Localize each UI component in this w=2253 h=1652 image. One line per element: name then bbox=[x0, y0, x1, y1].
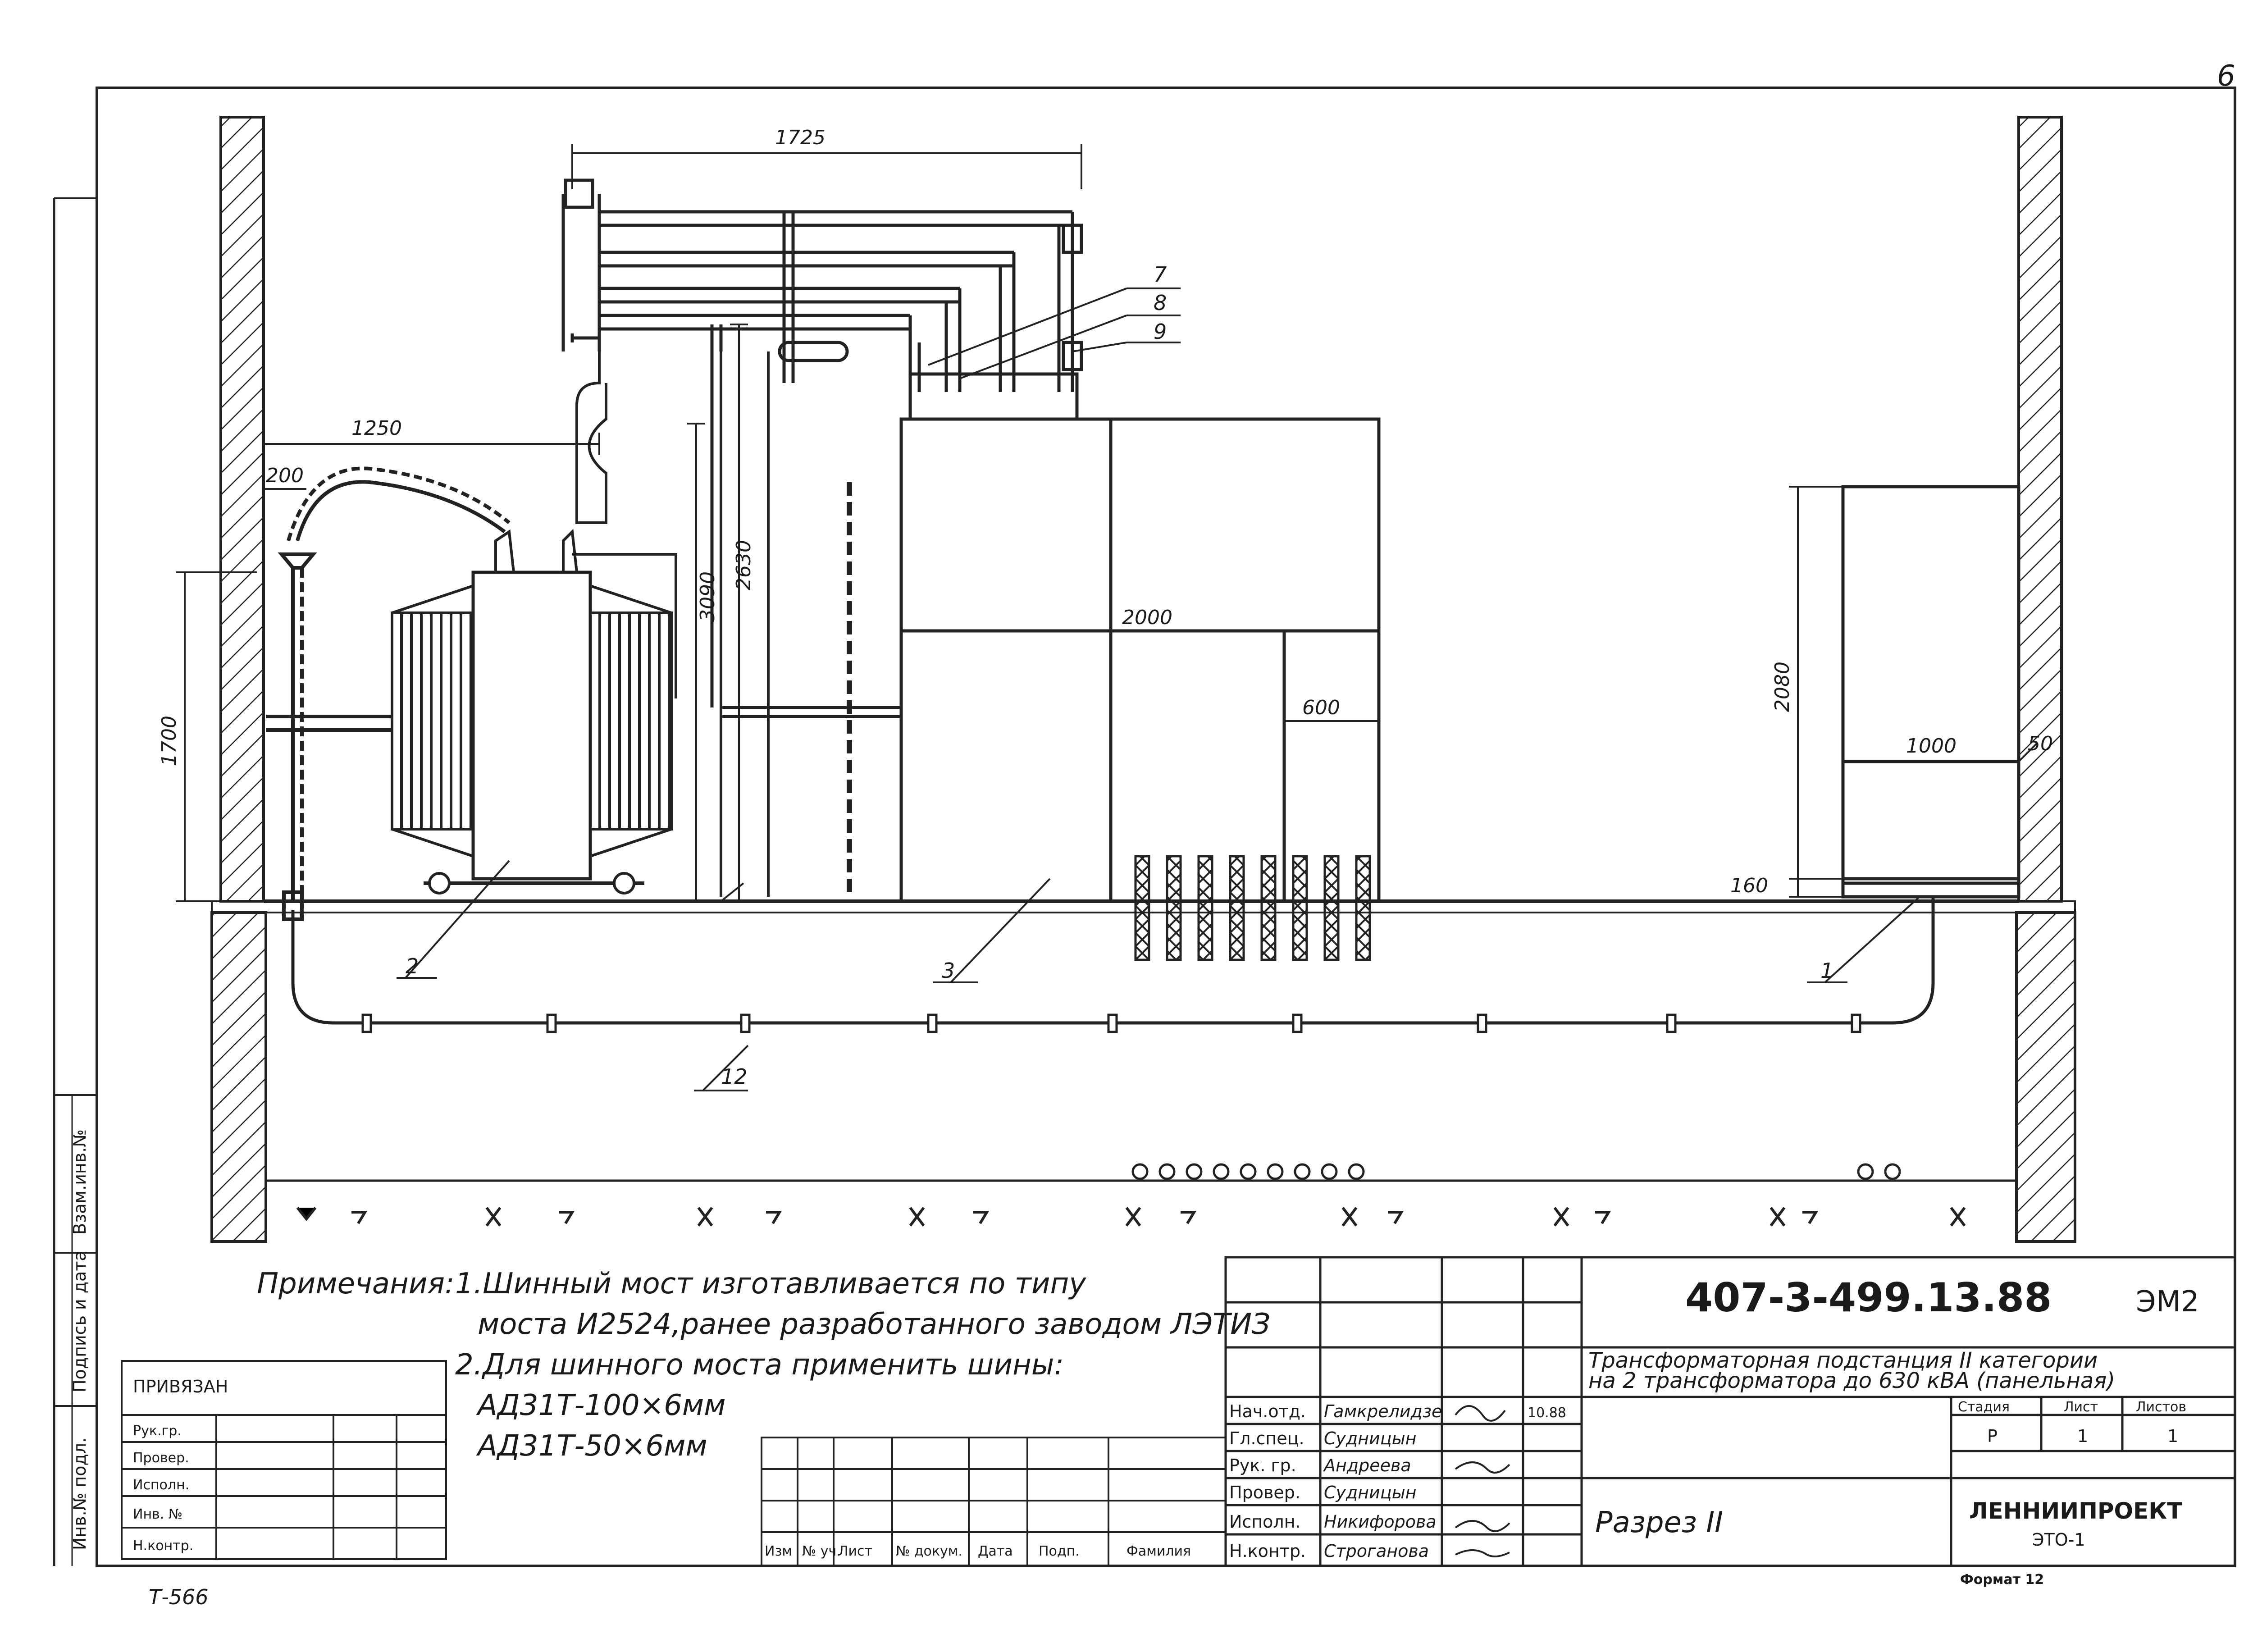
revision-table bbox=[761, 1437, 1227, 1567]
dim-2000: 2000 bbox=[1122, 606, 1172, 629]
svg-text:Провер.: Провер. bbox=[1229, 1483, 1300, 1502]
rev-col-name: Фамилия bbox=[1126, 1543, 1191, 1559]
notes-line-1: 1.Шинный мост изготавливается по типу bbox=[455, 1267, 1086, 1301]
side-label-inv: Инв.№ подл. bbox=[70, 1438, 90, 1550]
svg-text:Гл.спец.: Гл.спец. bbox=[1229, 1428, 1304, 1448]
sheet-code: ЭМ2 bbox=[2136, 1285, 2199, 1319]
callout-2: 2 bbox=[406, 954, 419, 978]
dim-1000: 1000 bbox=[1906, 735, 1957, 758]
sheets-value: 1 bbox=[2167, 1426, 2178, 1446]
svg-text:Судницын: Судницын bbox=[1324, 1483, 1417, 1502]
stage-label: Стадия bbox=[1958, 1399, 2010, 1415]
transformer bbox=[391, 529, 677, 894]
partition-wall bbox=[720, 351, 901, 897]
right-wall bbox=[2017, 116, 2063, 903]
binding-row-1: Рук.гр. bbox=[133, 1423, 182, 1439]
format-label: Формат 12 bbox=[1960, 1572, 2044, 1588]
dim-1250: 1250 bbox=[351, 417, 402, 440]
archive-number: Т-566 bbox=[149, 1585, 209, 1609]
dimension-lines bbox=[176, 144, 2038, 902]
dim-600: 600 bbox=[1302, 696, 1340, 719]
notes-heading: Примечания: bbox=[257, 1267, 455, 1301]
dim-1725: 1725 bbox=[775, 126, 825, 149]
callout-9: 9 bbox=[1154, 319, 1167, 344]
svg-text:Н.контр.: Н.контр. bbox=[1229, 1541, 1306, 1561]
bridge-bracket bbox=[575, 351, 607, 524]
svg-text:Рук. гр.: Рук. гр. bbox=[1229, 1456, 1296, 1475]
cable-ladders bbox=[1134, 855, 1371, 961]
notes-line-3: 2.Для шинного моста применить шины: bbox=[455, 1348, 1064, 1382]
callout-8: 8 bbox=[1154, 291, 1167, 315]
stage-value: Р bbox=[1987, 1426, 1998, 1446]
signatures: Нач.отд. Гамкрелидзе 10.88 Гл.спец. Судн… bbox=[1229, 1401, 1566, 1561]
callout-1: 1 bbox=[1820, 958, 1833, 983]
flexible-conductor bbox=[266, 466, 511, 921]
left-foundation bbox=[210, 911, 267, 1243]
callout-3: 3 bbox=[942, 958, 955, 983]
soil-hatch bbox=[296, 1207, 1966, 1227]
binding-table bbox=[121, 1360, 447, 1560]
rev-col-doc: № докум. bbox=[896, 1543, 962, 1559]
svg-text:Андреева: Андреева bbox=[1323, 1456, 1411, 1475]
grounding-conductor bbox=[291, 897, 1935, 1025]
rev-col-izm: Изм bbox=[765, 1543, 792, 1559]
dim-2080: 2080 bbox=[1771, 662, 1794, 712]
right-foundation bbox=[2015, 911, 2076, 1243]
binding-row-4: Инв. № bbox=[133, 1506, 182, 1522]
cable-circles bbox=[1131, 1163, 1901, 1180]
notes-line-4: АД31Т-100×6мм bbox=[476, 1389, 725, 1422]
dim-200: 200 bbox=[266, 464, 304, 487]
dim-1700: 1700 bbox=[158, 716, 181, 766]
dim-2630: 2630 bbox=[732, 540, 755, 590]
svg-text:Исполн.: Исполн. bbox=[1229, 1512, 1301, 1532]
organization: ЛЕННИИПРОЕКТ bbox=[1969, 1498, 2182, 1524]
busbar-bridge bbox=[561, 178, 1083, 707]
binding-title: ПРИВЯЗАН bbox=[133, 1377, 228, 1396]
binding-row-3: Исполн. bbox=[133, 1477, 189, 1493]
rev-col-sign: Подп. bbox=[1039, 1543, 1080, 1559]
binding-row-2: Провер. bbox=[133, 1450, 189, 1466]
notes-line-2: моста И2524,ранее разработанного заводом… bbox=[478, 1308, 1270, 1341]
notes-line-5: АД31Т-50×6мм bbox=[476, 1429, 707, 1463]
notes: Примечания: 1.Шинный мост изготавливаетс… bbox=[257, 1267, 1270, 1463]
drawing-name: Разрез II bbox=[1595, 1506, 1723, 1539]
callout-leaders-789 bbox=[928, 288, 1181, 379]
conductor-clamps bbox=[361, 1013, 1861, 1033]
dim-3090: 3090 bbox=[696, 571, 719, 622]
side-label-replace: Взам.инв.№ bbox=[70, 1129, 90, 1235]
side-label-sign: Подпись и дата bbox=[70, 1250, 90, 1392]
rev-col-uch: № уч. bbox=[802, 1543, 841, 1559]
switchgear-panels bbox=[899, 417, 1381, 903]
dim-160: 160 bbox=[1730, 874, 1768, 897]
signature-marks bbox=[1455, 1405, 1510, 1557]
rev-col-date: Дата bbox=[978, 1543, 1013, 1559]
dim-50: 50 bbox=[2028, 732, 2053, 755]
sheet-value: 1 bbox=[2077, 1426, 2088, 1446]
svg-text:10.88: 10.88 bbox=[1528, 1405, 1566, 1421]
title-block-grid bbox=[1224, 1256, 2236, 1567]
callout-12: 12 bbox=[721, 1064, 748, 1089]
callout-7: 7 bbox=[1154, 262, 1167, 287]
document-code: 407-3-499.13.88 bbox=[1685, 1274, 2052, 1321]
svg-text:Судницын: Судницын bbox=[1324, 1428, 1417, 1448]
sheets-label: Листов bbox=[2136, 1399, 2186, 1415]
svg-text:Нач.отд.: Нач.отд. bbox=[1229, 1401, 1306, 1421]
sheet-label: Лист bbox=[2064, 1399, 2098, 1415]
svg-text:Строганова: Строганова bbox=[1324, 1541, 1429, 1561]
description-line-1: Трансформаторная подстанция II категории bbox=[1588, 1348, 2098, 1373]
binding-row-5: Н.контр. bbox=[133, 1538, 193, 1554]
side-strip: Инв.№ подл. Подпись и дата Взам.инв.№ bbox=[53, 197, 97, 1566]
description-line-2: на 2 трансформатора до 630 кВА (панельна… bbox=[1588, 1368, 2115, 1393]
rev-col-list: Лист bbox=[838, 1543, 872, 1559]
svg-text:Гамкрелидзе: Гамкрелидзе bbox=[1324, 1401, 1442, 1421]
lv-panel bbox=[1841, 485, 2020, 899]
department: ЭТО-1 bbox=[2032, 1530, 2085, 1550]
svg-text:Никифорова: Никифорова bbox=[1324, 1512, 1437, 1532]
left-wall bbox=[219, 116, 265, 903]
